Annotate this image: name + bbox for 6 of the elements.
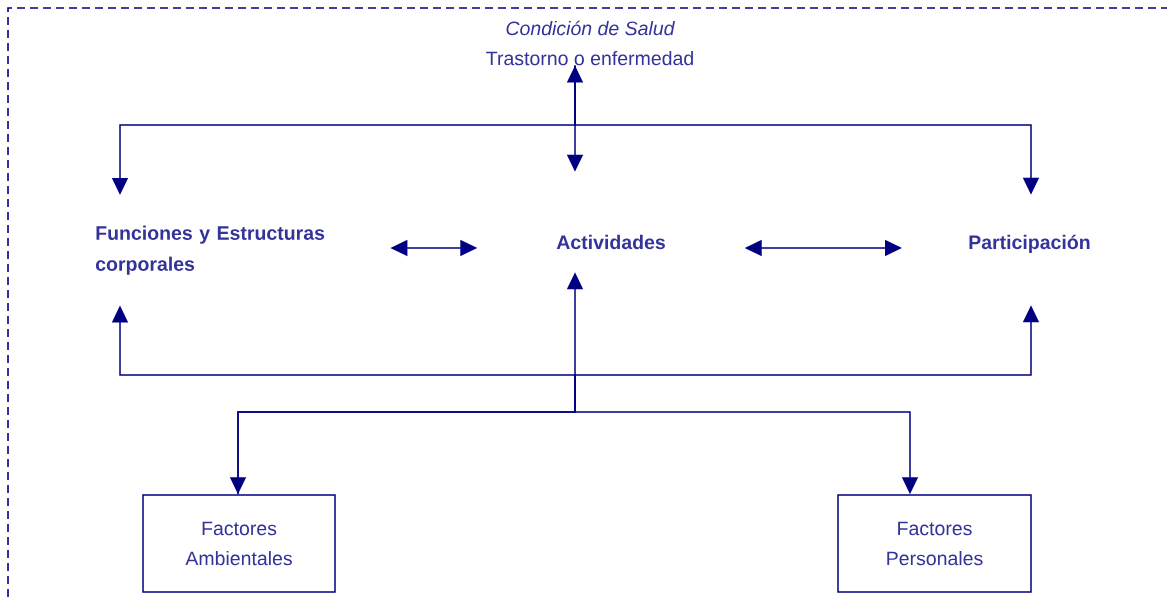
factor-box: Factores Ambientales [142, 494, 336, 593]
factor-box: Factores Personales [837, 494, 1032, 593]
condition-label: Condición de Salud Trastorno o enfermedad [486, 20, 693, 66]
component-label: Funciones y Estructuras corporales [95, 225, 325, 275]
component-label: Actividades [556, 234, 665, 250]
component-label: Participación [969, 234, 1090, 254]
